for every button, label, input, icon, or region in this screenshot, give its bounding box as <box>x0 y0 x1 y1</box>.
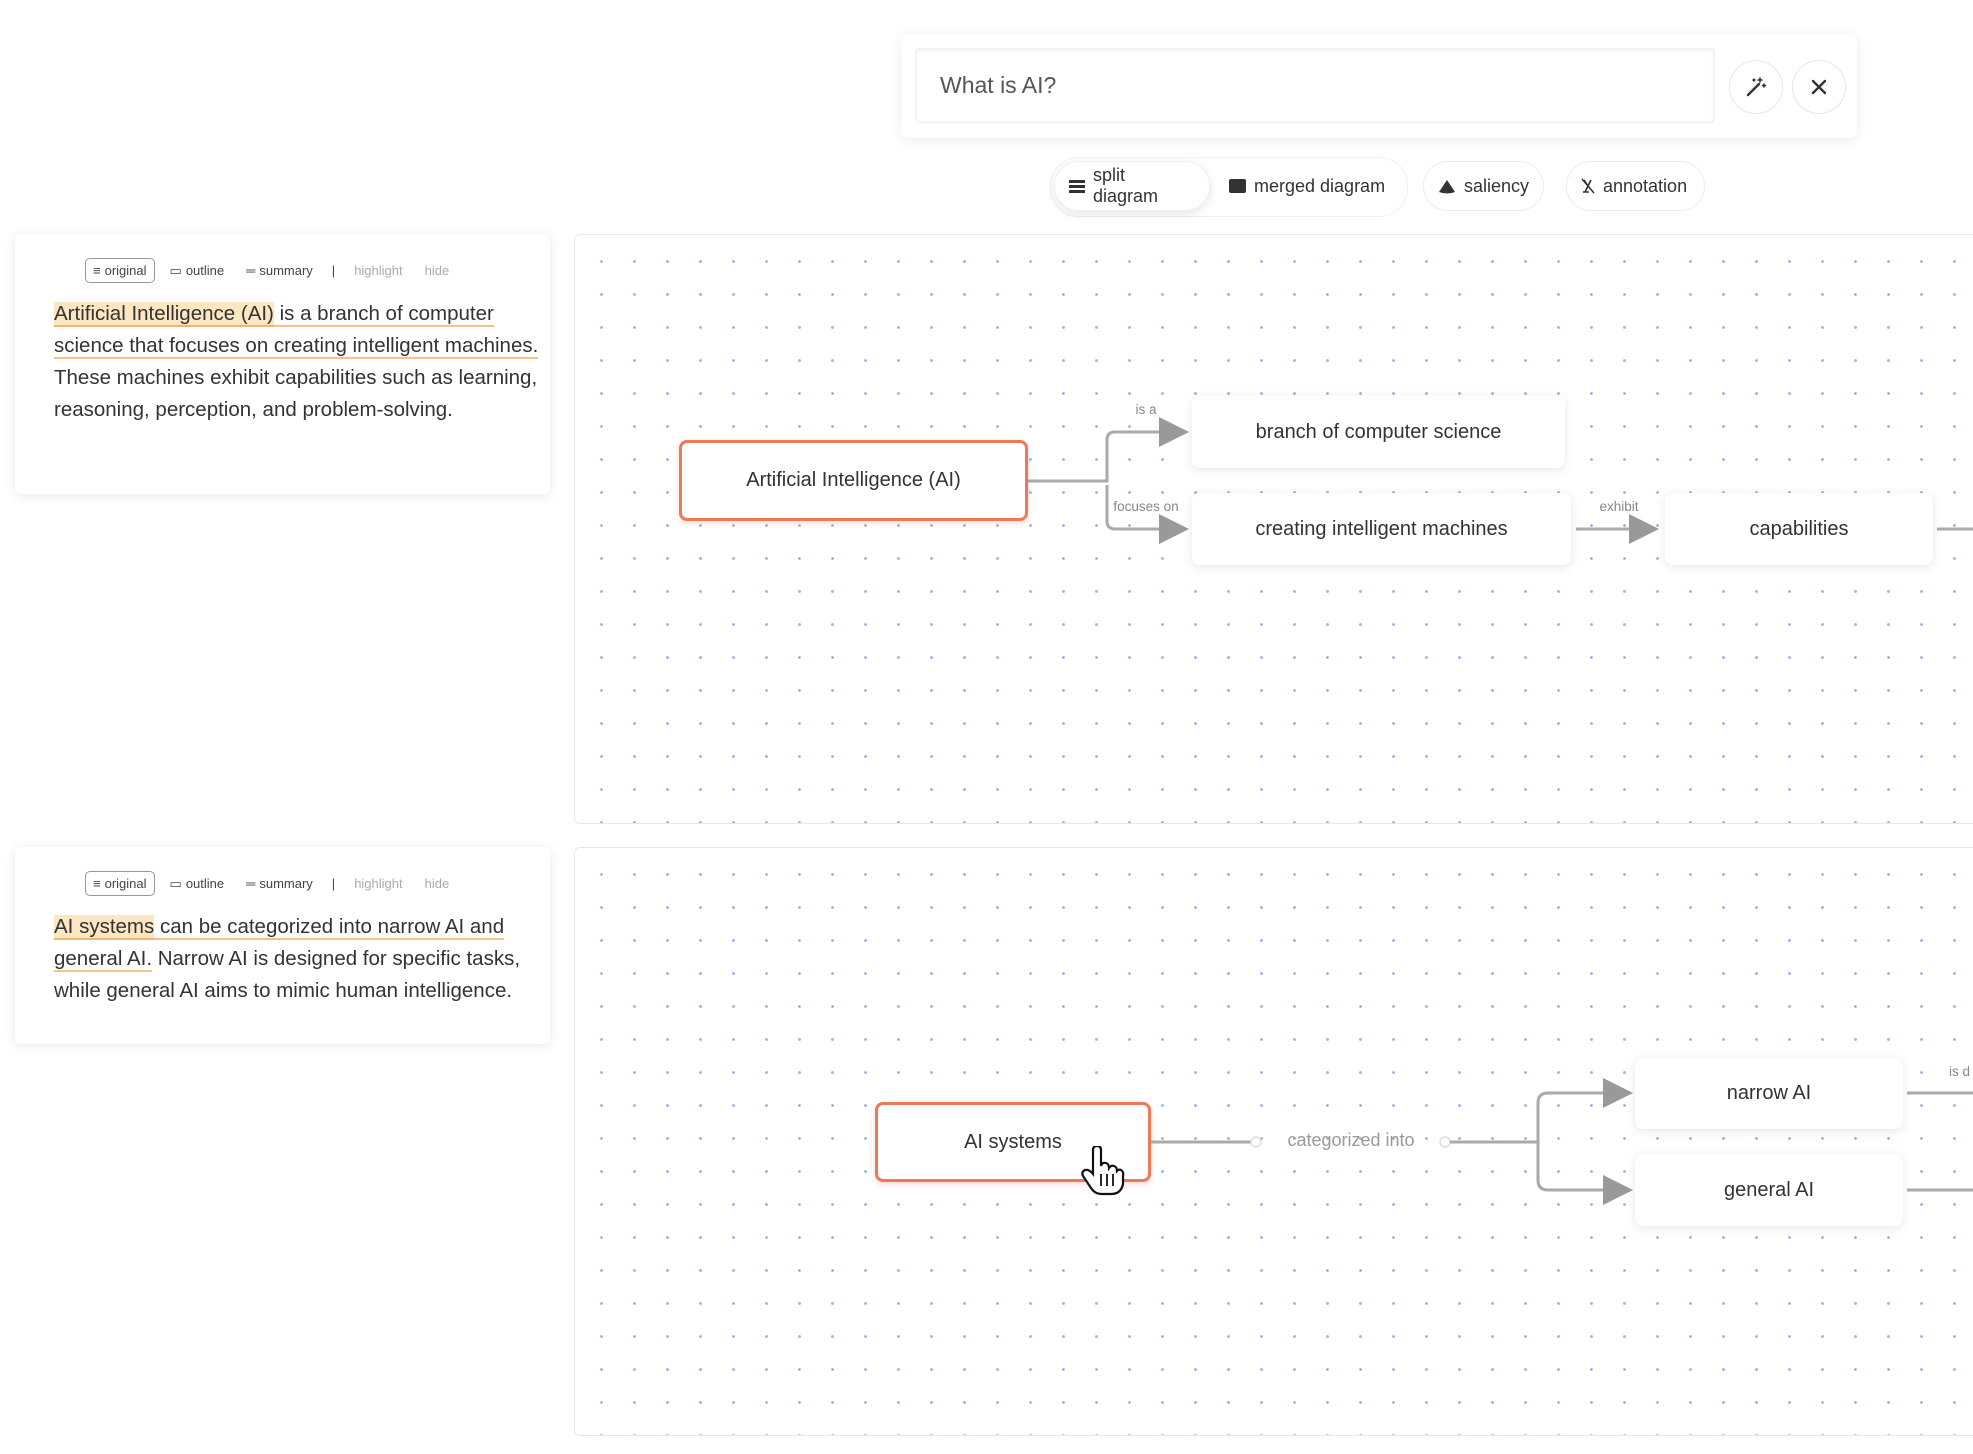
paragraph-text: AI systems can be categorized into narro… <box>54 911 544 1007</box>
diagram-canvas-1[interactable]: is a focuses on exhibit Artificial Intel… <box>574 234 1973 824</box>
annotation-label: annotation <box>1603 175 1688 196</box>
node-narrow-ai[interactable]: narrow AI <box>1635 1058 1903 1129</box>
tab-highlight-label: highlight <box>354 263 403 278</box>
diagram-edges <box>1028 417 1973 544</box>
tab-hide-label: hide <box>424 876 450 891</box>
edge-handle <box>1250 1136 1262 1148</box>
square-icon: ▭ <box>169 262 182 278</box>
edge-to-general <box>1536 1142 1633 1205</box>
underlined-sentence: can be categorized into narrow AI and ge… <box>54 915 505 972</box>
edge-handle <box>1439 1136 1451 1148</box>
plain-text: These machines exhibit capabilities such… <box>54 366 538 421</box>
annotation-icon <box>1581 178 1595 194</box>
node-branch-of-computer-science[interactable]: branch of computer science <box>1192 396 1565 468</box>
lines-icon: ≡ <box>93 876 101 891</box>
underlined-sentence: is a branch of computer science that foc… <box>54 302 539 359</box>
saliency-icon <box>1439 179 1455 193</box>
tab-outline[interactable]: ▭outline <box>163 259 232 283</box>
merged-diagram-button[interactable]: merged diagram <box>1214 161 1402 211</box>
tab-highlight[interactable]: highlight <box>347 259 409 282</box>
paragraph-text: Artificial Intelligence (AI) is a branch… <box>54 298 544 426</box>
node-creating-intelligent-machines[interactable]: creating intelligent machines <box>1192 493 1571 565</box>
edge-label-focuses-on: focuses on <box>1111 499 1181 514</box>
tab-separator: | <box>331 263 336 278</box>
tab-summary[interactable]: ═summary <box>239 259 320 282</box>
node-capabilities[interactable]: capabilities <box>1665 493 1933 565</box>
query-input[interactable] <box>915 48 1715 123</box>
split-diagram-button[interactable]: split diagram <box>1054 161 1210 211</box>
dash-icon: ═ <box>246 263 256 278</box>
text-card-1: ≡original ▭outline ═summary | highlight … <box>15 234 550 494</box>
square-icon: ▭ <box>169 875 182 891</box>
dash-icon: ═ <box>246 876 256 891</box>
merged-icon <box>1229 179 1246 193</box>
highlighted-phrase[interactable]: AI systems <box>54 915 155 940</box>
node-artificial-intelligence[interactable]: Artificial Intelligence (AI) <box>679 440 1028 521</box>
lines-icon: ≡ <box>93 263 101 278</box>
query-bar <box>901 34 1857 138</box>
edge-label-categorized-into: categorized into <box>1287 1130 1415 1150</box>
tab-original[interactable]: ≡original <box>85 258 155 283</box>
hand-cursor-icon <box>1081 1146 1125 1196</box>
tab-hide-label: hide <box>424 263 450 278</box>
magic-wand-icon <box>1746 77 1767 97</box>
saliency-button[interactable]: saliency <box>1423 161 1544 211</box>
diagram-edges <box>1151 1078 1973 1205</box>
diagram-canvas-2[interactable]: categorized into is d AI systems narrow … <box>574 847 1973 1436</box>
tab-hide[interactable]: hide <box>418 872 457 895</box>
edge-focuses-on <box>1105 485 1189 544</box>
close-button[interactable] <box>1792 60 1846 114</box>
tab-outline-label: outline <box>185 263 225 278</box>
card-view-tabs: ≡original ▭outline ═summary | highlight … <box>85 871 464 896</box>
tab-highlight[interactable]: highlight <box>347 872 409 895</box>
highlighted-phrase[interactable]: Artificial Intelligence (AI) <box>54 302 274 327</box>
close-icon <box>1811 79 1827 95</box>
tab-highlight-label: highlight <box>354 876 403 891</box>
saliency-label: saliency <box>1463 175 1529 196</box>
tab-hide[interactable]: hide <box>418 259 457 282</box>
split-icon <box>1069 180 1085 193</box>
tab-summary-label: summary <box>259 876 313 891</box>
plain-text: Narrow AI is designed for specific tasks… <box>54 947 521 1002</box>
node-general-ai[interactable]: general AI <box>1635 1154 1903 1226</box>
tab-outline[interactable]: ▭outline <box>163 872 232 896</box>
annotation-button[interactable]: annotation <box>1566 161 1705 211</box>
edge-is-a <box>1028 417 1189 483</box>
tab-outline-label: outline <box>185 876 225 891</box>
card-view-tabs: ≡original ▭outline ═summary | highlight … <box>85 258 464 283</box>
tab-summary[interactable]: ═summary <box>239 872 320 895</box>
tab-original-label: original <box>104 876 147 891</box>
magic-wand-button[interactable] <box>1729 60 1783 114</box>
text-card-2: ≡original ▭outline ═summary | highlight … <box>15 847 550 1044</box>
diagram-mode-group <box>1050 157 1408 217</box>
tab-original-label: original <box>104 263 147 278</box>
merged-diagram-label: merged diagram <box>1254 175 1386 196</box>
split-diagram-label: split diagram <box>1093 165 1159 206</box>
tab-summary-label: summary <box>259 263 313 278</box>
edge-label-exhibit: exhibit <box>1597 499 1641 514</box>
tab-original[interactable]: ≡original <box>85 871 155 896</box>
edge-to-narrow <box>1450 1078 1633 1144</box>
edge-label-is-designed: is d <box>1947 1064 1973 1079</box>
edge-label-is-a: is a <box>1133 402 1159 417</box>
tab-separator: | <box>331 876 336 891</box>
